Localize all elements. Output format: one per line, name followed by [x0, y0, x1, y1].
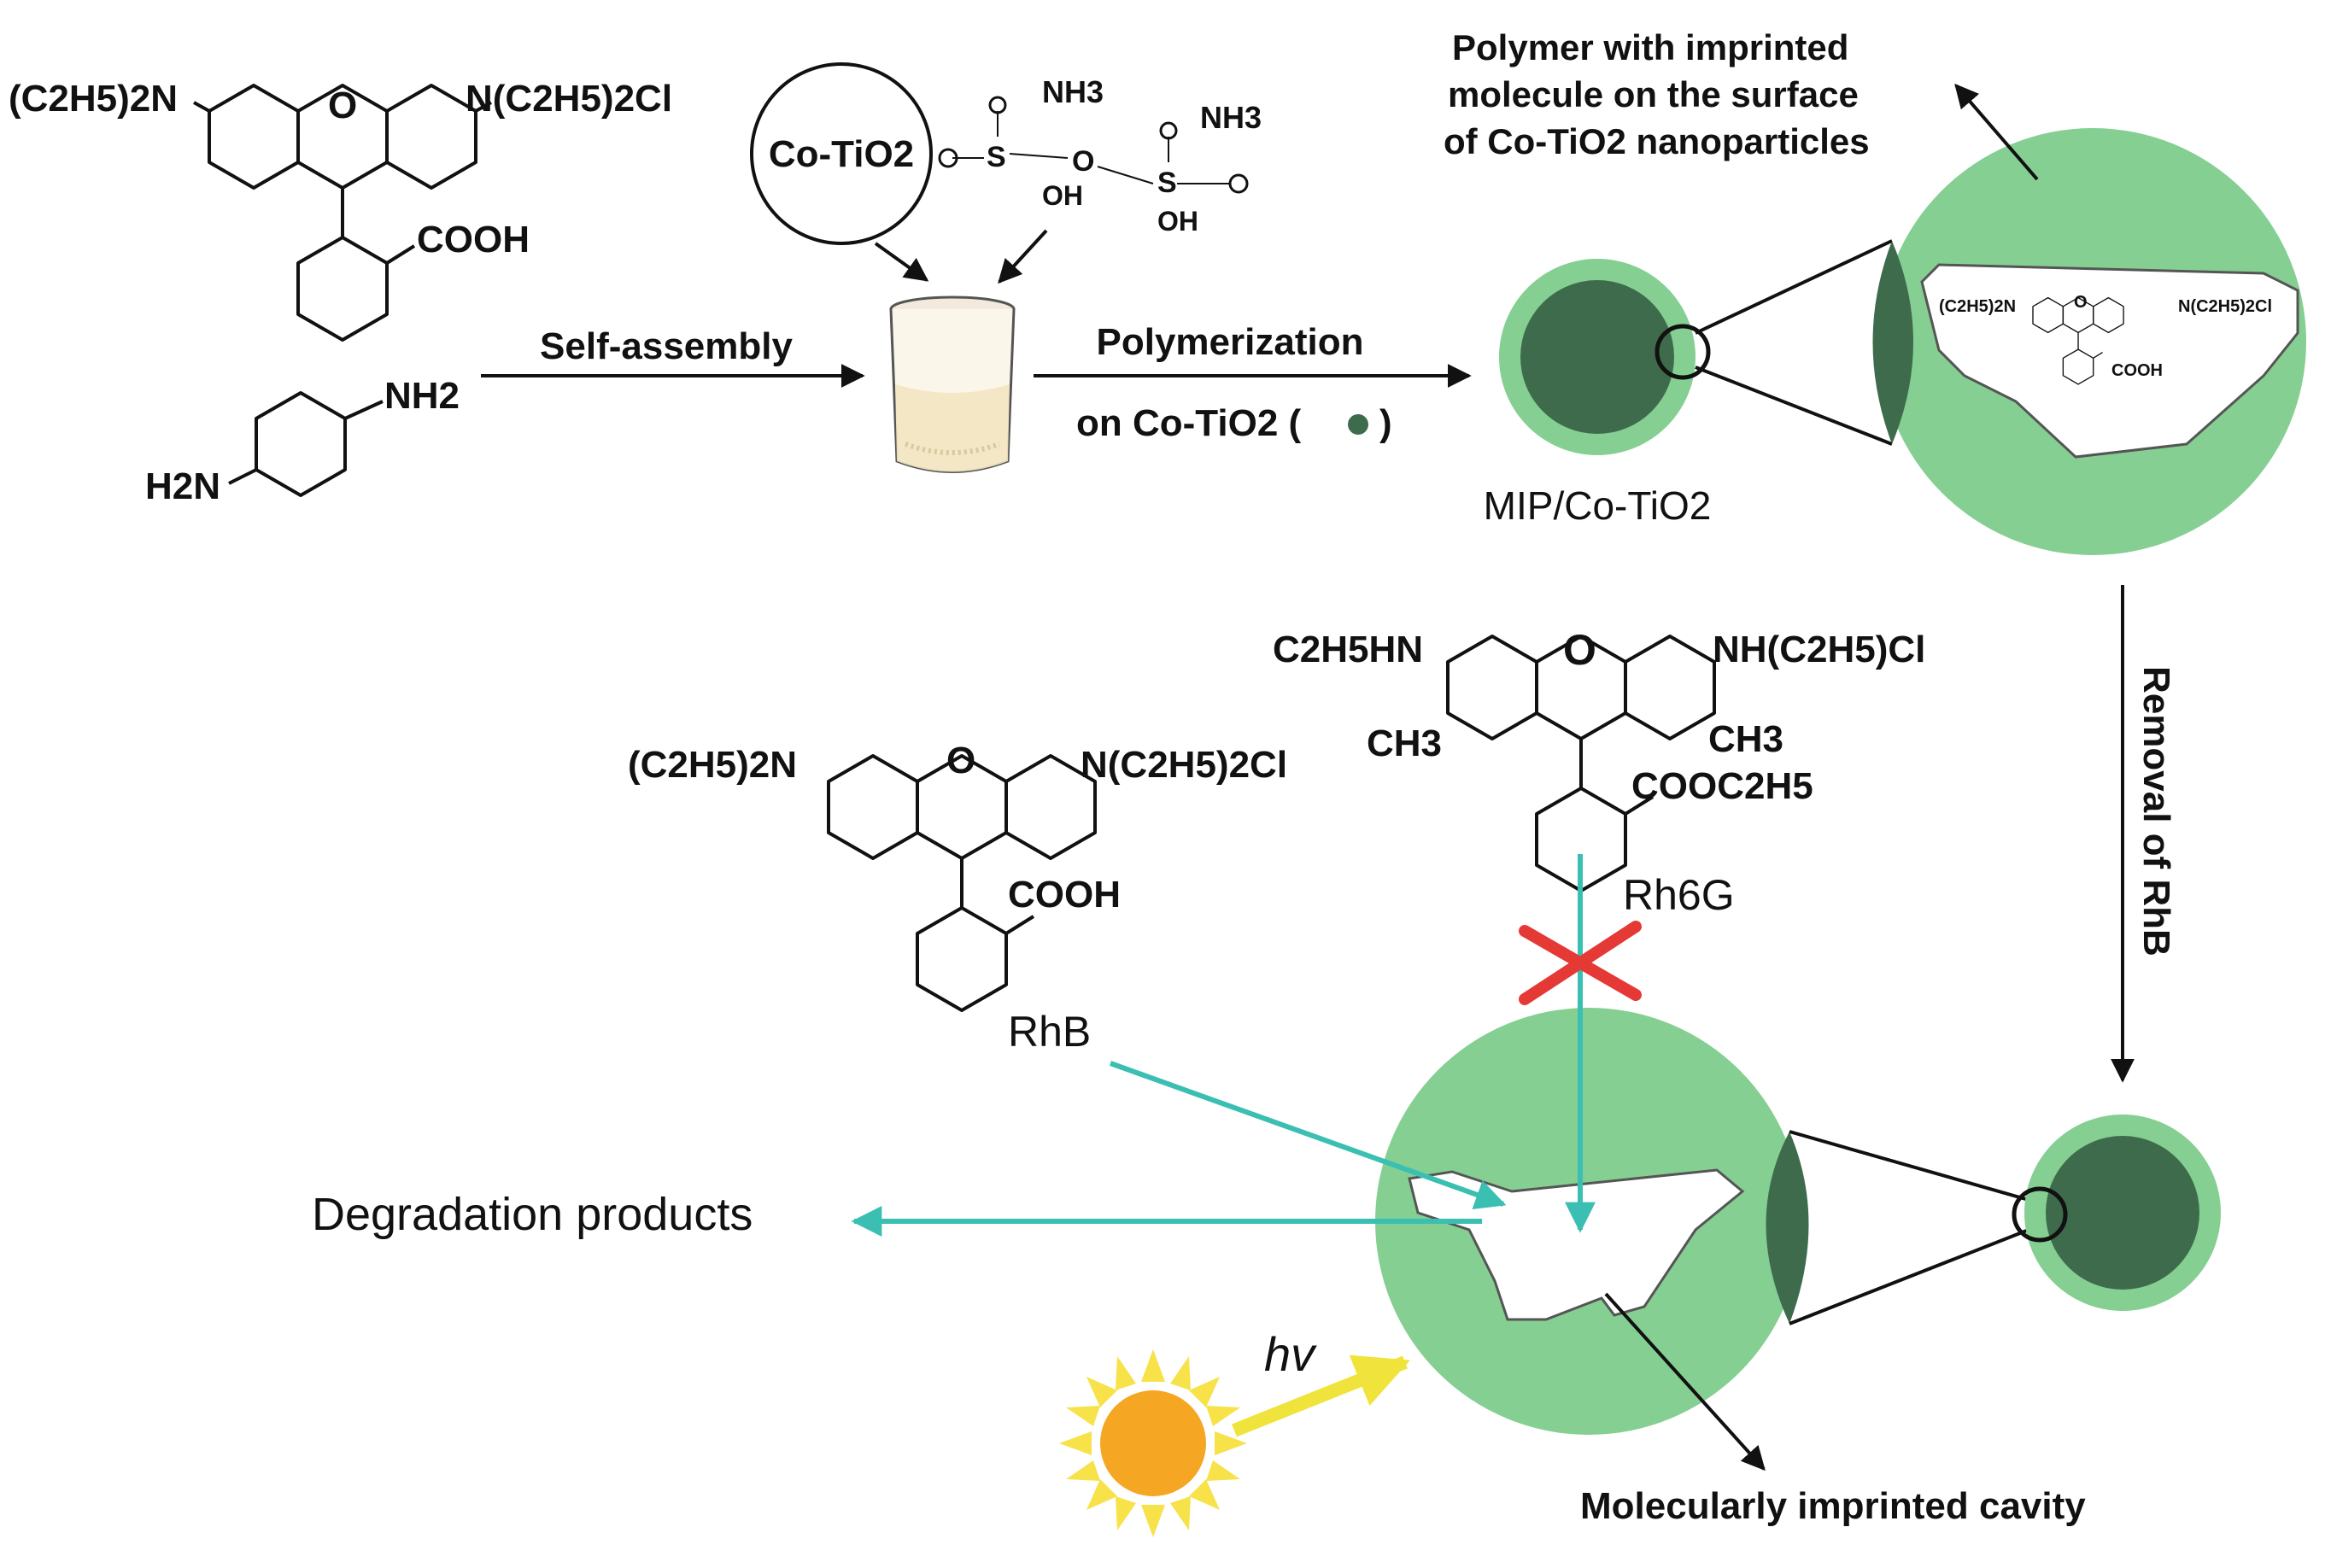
inset-right-group: N(C2H5)2Cl	[2178, 297, 2272, 316]
zoom-line-bottom-b	[1789, 1228, 2029, 1325]
hydroxyl-a: OH	[1042, 180, 1083, 211]
inset-acid-group: COOH	[2111, 361, 2163, 380]
amine-right: NH2	[384, 375, 460, 417]
hv-label: hv	[1264, 1327, 1317, 1381]
rh6g-ring-oxygen: O	[1563, 626, 1596, 674]
mip-particle-bottom	[2012, 1115, 2221, 1311]
co-tio2-label: Co-TiO2	[769, 133, 914, 175]
rhb-path-arrow	[1109, 1061, 1507, 1210]
core-legend-dot	[1348, 414, 1368, 435]
rh6g-molecule: C2H5HN NH(C2H5)Cl O CH3 CH3 COOC2H5 Rh6G	[1273, 626, 1925, 919]
rh6g-methyl-left: CH3	[1367, 723, 1442, 764]
rhb-bottom-molecule: (C2H5)2N N(C2H5)2Cl O COOH RhB	[628, 740, 1287, 1056]
ammonium-a: NH3	[1042, 74, 1104, 109]
zoom-line-bottom-a	[1789, 1130, 2029, 1202]
cavity-pointer-arrow	[1604, 1292, 1766, 1471]
amine-left: H2N	[145, 465, 220, 507]
sulfur-b: S	[1157, 167, 1177, 199]
mip-label: MIP/Co-TiO2	[1484, 483, 1712, 528]
close-paren: )	[1379, 402, 1392, 444]
arrow-tio2-to-beaker	[874, 242, 929, 282]
self-assembly-label: Self-assembly	[540, 325, 793, 367]
hydroxyl-b: OH	[1157, 206, 1198, 237]
phenylenediamine-molecule: NH2 H2N	[145, 375, 460, 507]
rhb-bottom-acid-group: COOH	[1008, 874, 1121, 916]
polymerization-label: Polymerization	[1097, 321, 1364, 363]
sulfur-a: S	[987, 141, 1006, 173]
mip-particle-top	[1499, 259, 1711, 455]
on-co-tio2-label: on Co-TiO2 (	[1076, 402, 1302, 444]
rhb-bottom-right-group: N(C2H5)2Cl	[1081, 744, 1287, 786]
cavity-label: Molecularly imprinted cavity	[1580, 1485, 2086, 1527]
zoom-line-top-a	[1695, 239, 1893, 335]
light-arrow	[1232, 1354, 1410, 1437]
blocked-cross-icon	[1519, 921, 1642, 1005]
rhb-left-group: (C2H5)2N	[9, 78, 178, 120]
rhb-bottom-left-group: (C2H5)2N	[628, 744, 797, 786]
removal-label: Removal of RhB	[2135, 666, 2177, 957]
persulfate-molecule: NH3 NH3 S S O OH OH	[938, 74, 1262, 237]
rhb-right-group: N(C2H5)2Cl	[466, 78, 672, 120]
polymer-label-line2: molecule on the surface	[1448, 74, 1859, 114]
rh6g-right-group: NH(C2H5)Cl	[1713, 629, 1925, 670]
rhb-acid-group: COOH	[417, 219, 530, 260]
arrow-aps-to-beaker	[998, 229, 1048, 284]
polymer-pointer-arrow	[1954, 83, 2039, 181]
zoom-circle-top: (C2H5)2N N(C2H5)2Cl O COOH	[1872, 128, 2306, 555]
rh6g-methyl-right: CH3	[1708, 718, 1783, 760]
rh6g-name: Rh6G	[1623, 871, 1735, 919]
beaker-icon	[889, 295, 1016, 473]
rh6g-ester-group: COOC2H5	[1631, 765, 1813, 807]
co-tio2-particle: Co-TiO2	[750, 62, 933, 245]
degradation-label: Degradation products	[312, 1189, 753, 1240]
bridge-oxygen: O	[1072, 145, 1094, 178]
rhb-ring-oxygen: O	[328, 85, 357, 126]
rhb-name: RhB	[1008, 1008, 1091, 1056]
rh6g-left-group: C2H5HN	[1273, 629, 1423, 670]
inset-ring-oxygen: O	[2074, 293, 2088, 312]
polymer-label-line1: Polymer with imprinted	[1452, 27, 1848, 67]
rhb-template-molecule: (C2H5)2N N(C2H5)2Cl O COOH	[9, 78, 672, 342]
zoom-line-top-b	[1695, 366, 1893, 446]
ammonium-b: NH3	[1200, 100, 1262, 135]
inset-left-group: (C2H5)2N	[1939, 297, 2016, 316]
rhb-bottom-ring-oxygen: O	[946, 740, 975, 781]
sun-icon	[1059, 1349, 1247, 1537]
polymer-label-line3: of Co-TiO2 nanoparticles	[1444, 121, 1870, 161]
